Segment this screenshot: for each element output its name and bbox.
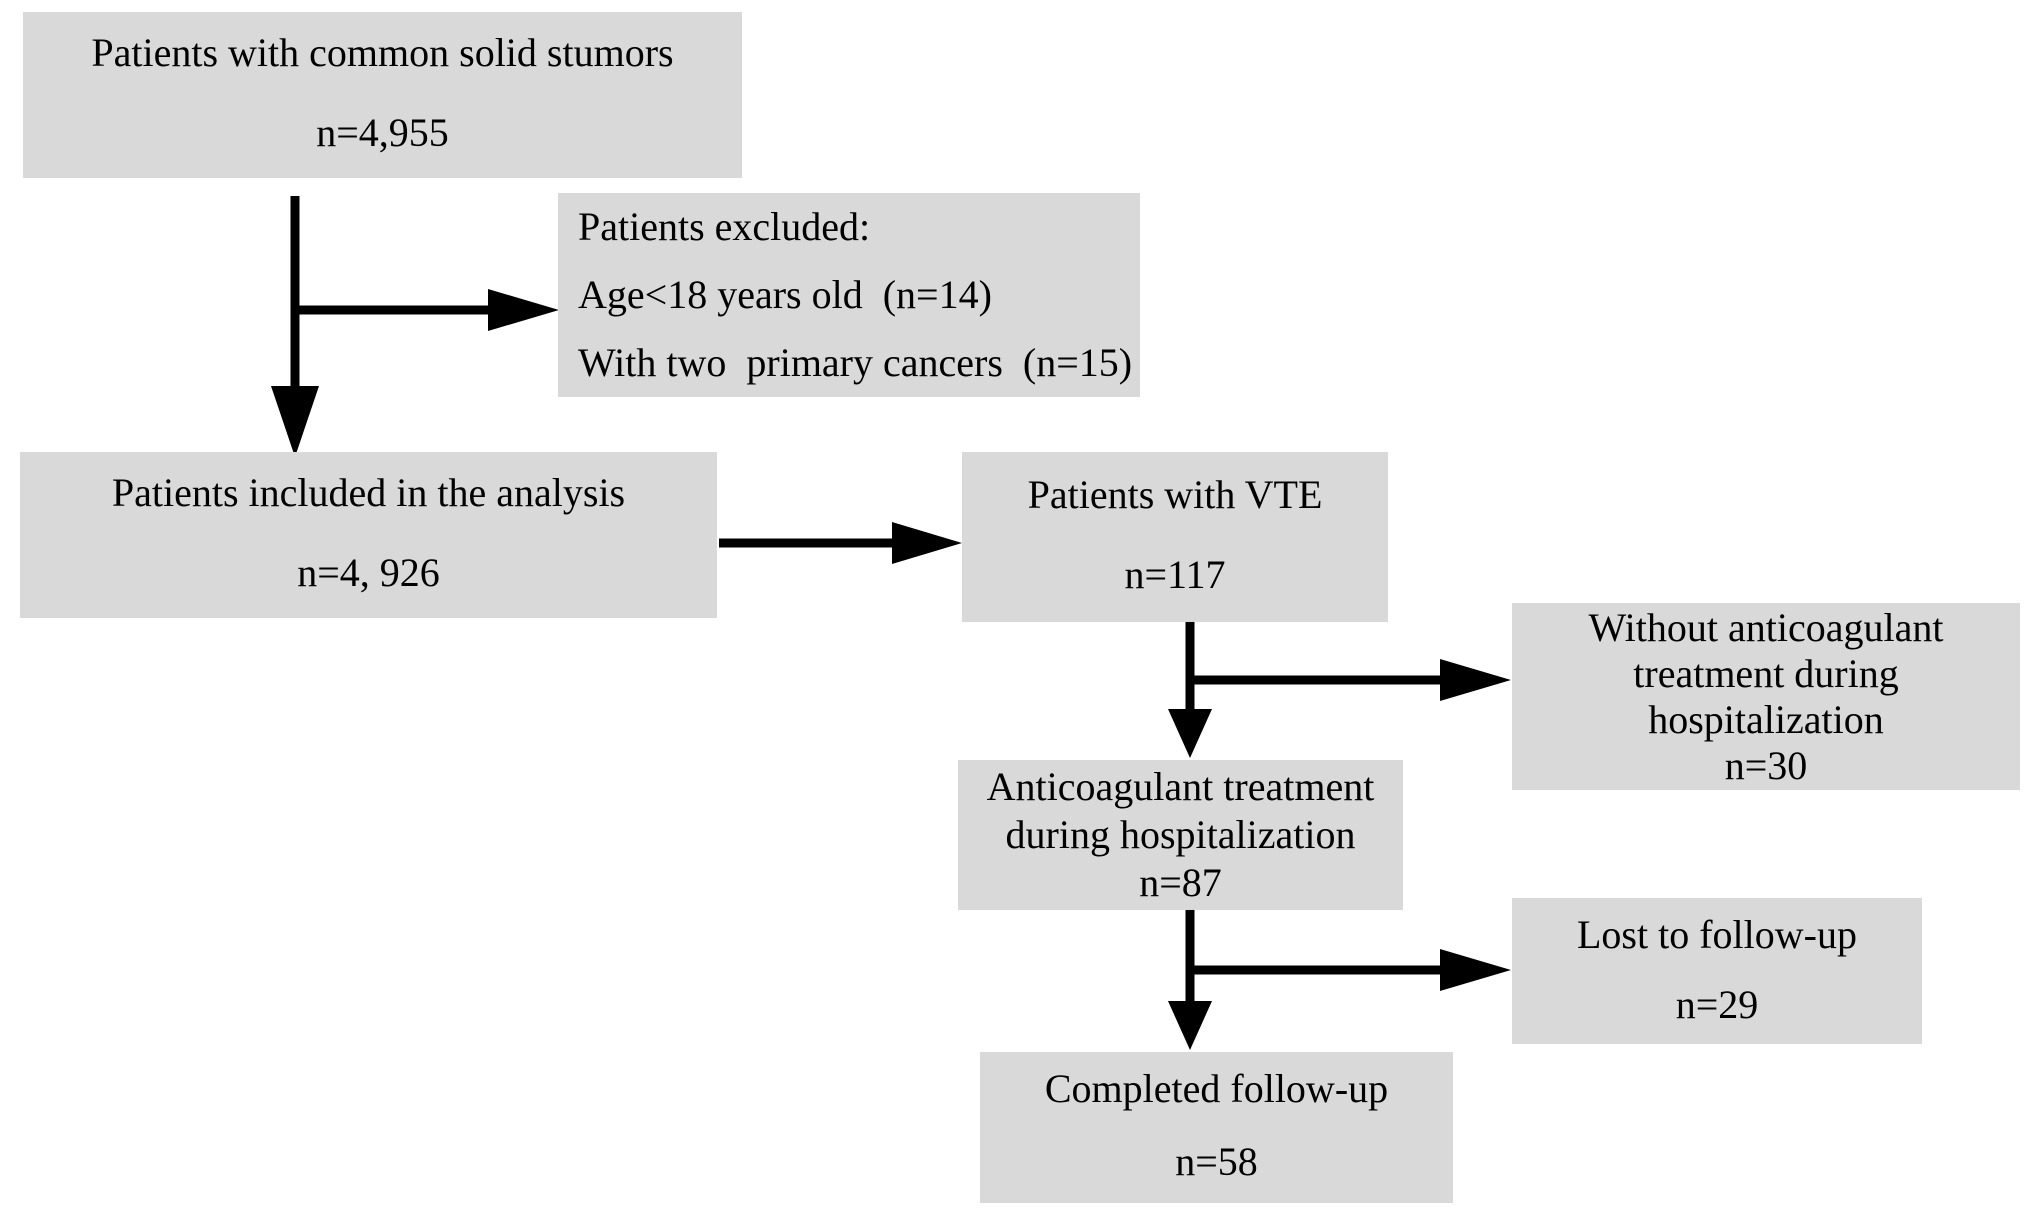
node-without-ac-line1: Without anticoagulant: [1588, 604, 1944, 650]
node-ac-treatment-count: n=87: [1139, 860, 1222, 905]
node-vte-title: Patients with VTE: [1027, 472, 1323, 517]
arrow-solid-tumors-to-included: [271, 196, 319, 457]
node-anticoagulant-treatment: Anticoagulant treatment during hospitali…: [958, 760, 1403, 910]
node-completed-title: Completed follow-up: [1044, 1066, 1389, 1111]
node-ac-treatment-line1: Anticoagulant treatment: [986, 764, 1375, 809]
node-solid-tumors-count: n=4,955: [316, 110, 449, 155]
arrow-branch-to-without-ac: [1190, 659, 1511, 701]
node-lost-followup: Lost to follow-up n=29: [1512, 898, 1922, 1044]
node-completed-followup: Completed follow-up n=58: [980, 1052, 1453, 1203]
node-lost-title: Lost to follow-up: [1577, 912, 1857, 957]
node-patients-vte: Patients with VTE n=117: [962, 452, 1388, 622]
node-completed-count: n=58: [1175, 1139, 1258, 1184]
node-excluded-age: Age<18 years old (n=14): [578, 272, 992, 317]
node-without-ac-count: n=30: [1724, 742, 1808, 788]
arrow-branch-to-excluded: [295, 289, 559, 331]
node-solid-tumors-title: Patients with common solid stumors: [91, 30, 674, 75]
arrow-ac-treatment-to-completed: [1168, 910, 1212, 1050]
node-ac-treatment-line2: during hospitalization: [1005, 812, 1356, 857]
node-solid-tumors: Patients with common solid stumors n=4,9…: [23, 12, 742, 178]
arrow-branch-to-lost: [1190, 949, 1511, 991]
node-vte-count: n=117: [1124, 552, 1226, 597]
node-excluded-header: Patients excluded:: [578, 204, 871, 249]
node-without-ac-line2: treatment during: [1633, 650, 1899, 696]
node-patients-excluded: Patients excluded: Age<18 years old (n=1…: [558, 193, 1140, 397]
node-included-count: n=4, 926: [297, 550, 440, 595]
node-included-title: Patients included in the analysis: [111, 470, 626, 515]
arrow-included-to-vte: [719, 522, 962, 564]
node-without-anticoagulant: Without anticoagulant treatment during h…: [1512, 603, 2020, 790]
arrow-vte-to-ac-treatment: [1168, 622, 1212, 758]
node-lost-count: n=29: [1675, 982, 1759, 1027]
node-excluded-two-cancers: With two primary cancers (n=15): [578, 340, 1133, 385]
node-included-analysis: Patients included in the analysis n=4, 9…: [20, 452, 717, 618]
node-without-ac-line3: hospitalization: [1648, 696, 1884, 742]
